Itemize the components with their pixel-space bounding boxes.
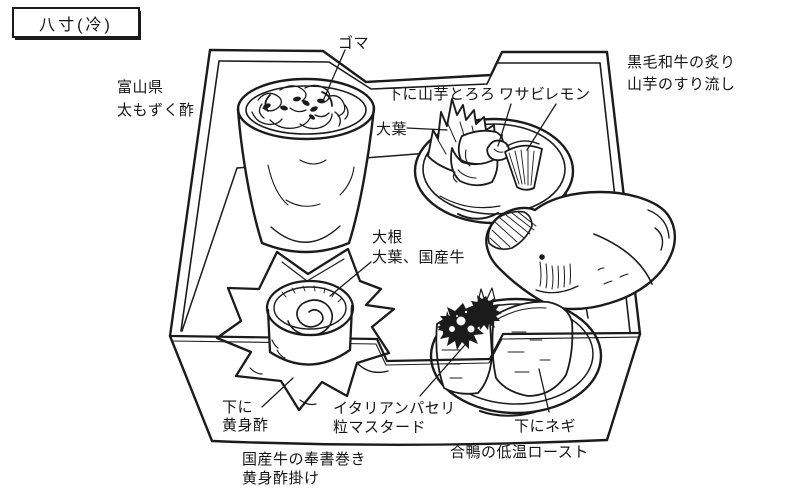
label-tororo: 下に山芋とろろ	[387, 86, 496, 103]
label-kimizu: 下に 黄身酢	[222, 399, 269, 434]
mozuku-seaweed	[251, 84, 349, 130]
leader-lines	[261, 49, 557, 413]
label-lemon: レモン	[544, 86, 591, 103]
leader-negi	[538, 368, 550, 413]
hoshomaki-roll	[265, 279, 355, 366]
label-negi: 下にネギ	[514, 418, 577, 435]
page-title: 八寸(冷)	[12, 7, 140, 38]
label-duck: 合鴨の低温ロースト	[450, 444, 589, 461]
label-shiso: 大葉	[376, 121, 408, 138]
leader-shiso	[406, 127, 448, 131]
leader-wasabi	[497, 103, 512, 147]
duck-beak	[487, 210, 537, 250]
label-mozuku: 富山県 太もずく酢	[117, 79, 195, 119]
wagyu-bowl	[413, 98, 575, 225]
leader-parsley	[419, 337, 472, 397]
roll-spiral	[287, 299, 334, 337]
label-wagyu: 黒毛和牛の炙り 山芋のすり流し	[627, 54, 736, 93]
label-roll-top: 大根 大葉、国産牛	[372, 229, 466, 266]
leader-lemon	[526, 103, 557, 151]
duck-roast-slices	[435, 300, 574, 397]
leader-roll-top	[329, 261, 372, 297]
label-sesame: ゴマ	[338, 35, 370, 52]
duck-neck-shading	[535, 261, 579, 294]
mozuku-glass	[236, 77, 376, 254]
lemon-wedge	[504, 140, 543, 191]
label-parsley: イタリアンパセリ 粒マスタード	[333, 400, 456, 436]
leader-sesame	[322, 49, 346, 102]
label-hoshomaki: 国産牛の奉書巻き 黄身酢掛け	[242, 451, 367, 487]
parsley-mustard-garnish	[437, 287, 502, 350]
leader-kimizu	[261, 377, 294, 408]
duck-eye	[539, 254, 545, 260]
duck-figure	[485, 190, 677, 311]
label-wasabi: ワサビ	[499, 86, 546, 103]
duck-roast-plate	[429, 297, 603, 417]
